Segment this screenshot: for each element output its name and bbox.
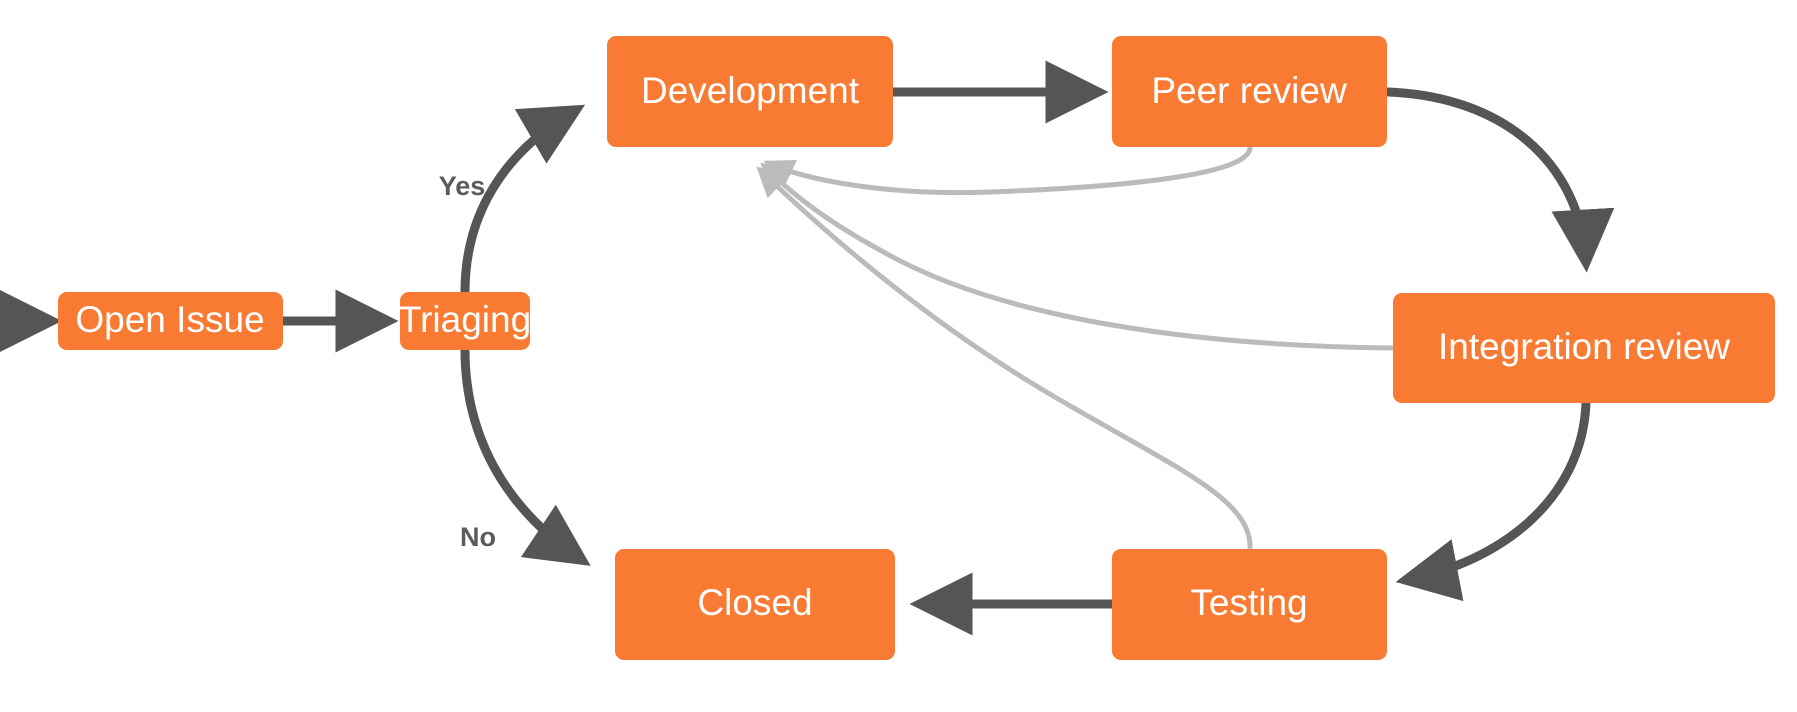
- edge-testing-to-development[interactable]: [756, 166, 1253, 552]
- node-peer-review-box[interactable]: [1112, 36, 1387, 147]
- node-integration-review[interactable]: Integration review: [1393, 293, 1775, 403]
- node-integration-review-box[interactable]: [1393, 293, 1775, 403]
- edge-integration-review-to-testing[interactable]: [1395, 398, 1591, 602]
- node-development[interactable]: Development: [607, 36, 893, 147]
- node-triaging-box[interactable]: [400, 292, 530, 350]
- node-triaging[interactable]: Triaging: [399, 292, 531, 350]
- edge-label-no: No: [460, 522, 496, 552]
- node-open-issue-box[interactable]: [58, 292, 283, 350]
- node-open-issue[interactable]: Open Issue: [58, 292, 283, 350]
- node-testing-box[interactable]: [1112, 549, 1387, 660]
- edge-peer-review-to-integration-review[interactable]: [1383, 87, 1615, 273]
- primary-edges-group: [0, 60, 1615, 636]
- node-closed[interactable]: Closed: [615, 549, 895, 660]
- node-development-box[interactable]: [607, 36, 893, 147]
- edge-peer-review-to-development[interactable]: [763, 145, 1253, 196]
- node-peer-review[interactable]: Peer review: [1112, 36, 1387, 147]
- edge-label-yes: Yes: [439, 171, 486, 201]
- node-testing[interactable]: Testing: [1112, 549, 1387, 660]
- edge-integration-review-to-development[interactable]: [760, 162, 1396, 351]
- edge-triaging-to-closed[interactable]: [460, 345, 591, 566]
- edge-triaging-to-development[interactable]: [460, 104, 586, 297]
- node-closed-box[interactable]: [615, 549, 895, 660]
- feedback-edges-group: [756, 145, 1396, 552]
